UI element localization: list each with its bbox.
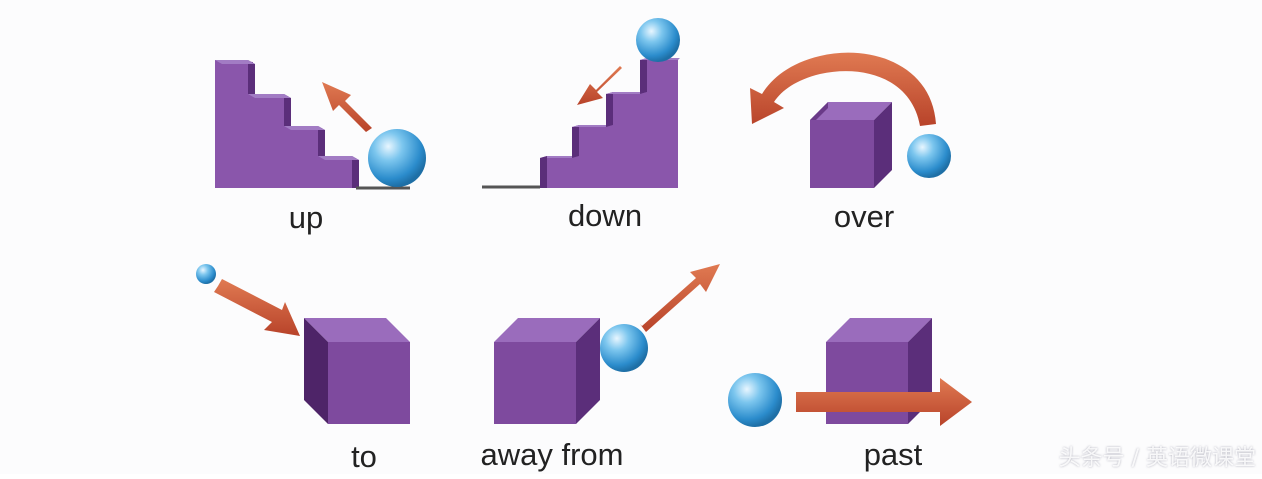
- up-illustration: [215, 60, 426, 190]
- arrow-icon: [577, 66, 622, 105]
- arrow-icon: [640, 264, 720, 332]
- ball-icon: [907, 134, 951, 178]
- over-illustration: [750, 52, 951, 188]
- label-to: to: [351, 439, 377, 474]
- arrow-icon: [796, 378, 972, 426]
- arrow-icon: [214, 279, 300, 336]
- cube-icon: [494, 318, 600, 424]
- ball-icon: [600, 324, 648, 372]
- label-away-from: away from: [480, 437, 624, 472]
- ball-icon: [728, 373, 782, 427]
- down-illustration: [482, 18, 680, 189]
- arrow-icon: [750, 52, 936, 126]
- away-from-illustration: [494, 264, 720, 424]
- arrow-icon: [322, 82, 372, 132]
- cube-icon: [304, 318, 410, 424]
- to-illustration: [196, 264, 410, 424]
- label-down: down: [567, 198, 643, 233]
- ball-icon: [196, 264, 216, 284]
- stairs-icon: [215, 60, 410, 190]
- watermark: 头条号 / 英语微课堂: [1058, 446, 1256, 471]
- cube-icon: [810, 102, 892, 188]
- label-over: over: [833, 199, 895, 234]
- ball-icon: [636, 18, 680, 62]
- label-up: up: [288, 200, 324, 235]
- stairs-icon: [540, 58, 680, 188]
- label-past: past: [863, 437, 923, 472]
- ball-icon: [368, 129, 426, 187]
- past-illustration: [728, 318, 972, 427]
